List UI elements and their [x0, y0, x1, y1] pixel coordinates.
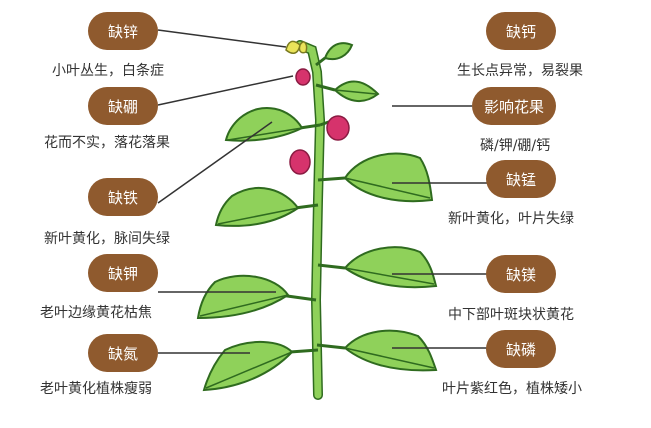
badge-nitrogen: 缺氮 [88, 334, 158, 372]
stem-fill [296, 41, 324, 399]
connector-iron [157, 121, 273, 204]
leaf-right-top [333, 80, 380, 102]
connector-zinc [157, 29, 287, 48]
leaf-left-4 [202, 340, 294, 392]
desc-iron: 新叶黄化，脉间失绿 [44, 231, 170, 247]
badge-boron: 缺硼 [88, 87, 158, 125]
leaf-left-3 [196, 274, 290, 320]
leaf-left-top [224, 107, 304, 142]
desc-manganese: 新叶黄化，叶片失绿 [448, 211, 574, 227]
fruit-2 [326, 115, 350, 141]
badge-magnesium: 缺镁 [486, 255, 556, 293]
badge-manganese: 缺锰 [486, 160, 556, 198]
desc-phosphorus: 叶片紫红色，植株矮小 [442, 381, 582, 397]
leaf-right-2 [343, 152, 434, 203]
leaf-left-2 [214, 187, 300, 227]
leaf-right-4 [343, 329, 438, 372]
badge-zinc: 缺锌 [88, 12, 158, 50]
desc-boron: 花而不实，落花落果 [44, 135, 170, 151]
leaf-right-3 [343, 246, 438, 289]
leaf-right-small [323, 42, 354, 61]
yellow-leaf [285, 40, 308, 55]
badge-calcium: 缺钙 [486, 12, 556, 50]
badge-iron: 缺铁 [88, 178, 158, 216]
desc-zinc: 小叶丛生，白条症 [52, 63, 164, 79]
badge-potassium: 缺钾 [88, 254, 158, 292]
connector-boron [157, 75, 294, 106]
desc-calcium: 生长点异常，易裂果 [457, 63, 583, 79]
desc-nitrogen: 老叶黄化植株瘦弱 [40, 381, 152, 397]
badge-flower-fruit: 影响花果 [472, 87, 556, 125]
fruit-3 [289, 149, 311, 175]
desc-magnesium: 中下部叶斑块状黄花 [448, 307, 574, 323]
desc-potassium: 老叶边缘黄花枯焦 [40, 305, 152, 321]
fruit-1 [295, 68, 311, 86]
badge-phosphorus: 缺磷 [486, 330, 556, 368]
desc-flower-fruit: 磷/钾/硼/钙 [480, 138, 551, 154]
